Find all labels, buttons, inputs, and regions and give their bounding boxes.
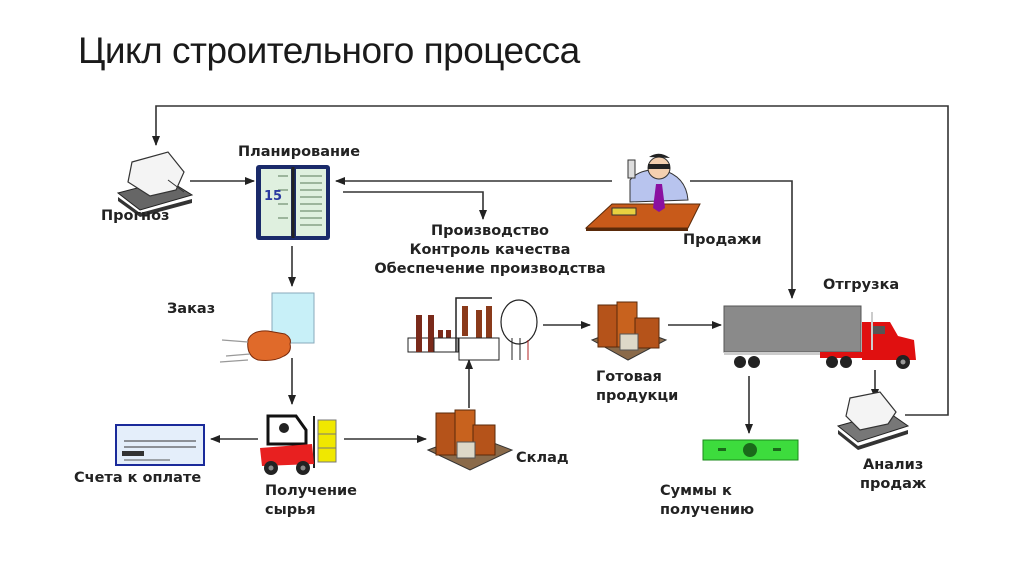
label-raw-materials-line1: Получение bbox=[265, 483, 357, 499]
label-receivables-line1: Суммы к bbox=[660, 483, 732, 499]
arrow-sales-to-shipping bbox=[690, 180, 796, 299]
label-sales-analysis: Анализ продаж bbox=[860, 456, 926, 494]
forecast-icon bbox=[116, 151, 194, 217]
label-sales-analysis-line2: продаж bbox=[860, 476, 927, 492]
label-invoices: Счета к оплате bbox=[74, 470, 202, 486]
factory-icon bbox=[407, 297, 538, 361]
label-planning: Планирование bbox=[238, 144, 361, 160]
planner-icon: 15 bbox=[256, 165, 330, 240]
label-receivables: Суммы к получению bbox=[660, 482, 754, 520]
label-production-line3: Обеспечение производства bbox=[374, 261, 606, 277]
label-raw-materials: Получение сырья bbox=[265, 482, 357, 520]
forklift-icon bbox=[260, 414, 337, 475]
connectors bbox=[152, 105, 949, 443]
label-sales: Продажи bbox=[683, 232, 762, 248]
page-title: Цикл строительного процесса bbox=[78, 30, 580, 71]
label-sales-analysis-line1: Анализ bbox=[863, 457, 924, 473]
sales-analysis-icon bbox=[836, 391, 910, 450]
label-production: Производство Контроль качества Обеспечен… bbox=[340, 222, 640, 279]
label-order: Заказ bbox=[167, 301, 216, 317]
warehouse-icon bbox=[426, 409, 514, 471]
label-receivables-line2: получению bbox=[660, 502, 755, 518]
label-shipping: Отгрузка bbox=[823, 277, 900, 293]
arrow-planning-to-production bbox=[343, 191, 487, 220]
label-raw-materials-line2: сырья bbox=[265, 502, 316, 518]
invoice-icon bbox=[115, 424, 205, 466]
truck-icon bbox=[723, 305, 916, 369]
order-icon bbox=[219, 292, 315, 363]
label-production-line1: Производство bbox=[430, 223, 550, 239]
label-forecast: Прогноз bbox=[101, 208, 170, 224]
label-production-line2: Контроль качества bbox=[409, 242, 571, 258]
label-warehouse: Склад bbox=[516, 450, 569, 466]
label-finished-goods-line1: Готовая bbox=[596, 369, 662, 385]
planner-day: 15 bbox=[264, 189, 282, 204]
label-finished-goods-line2: продукци bbox=[596, 388, 679, 404]
salesman-icon bbox=[584, 153, 701, 231]
arrow-analysis-to-forecast bbox=[152, 105, 949, 416]
finished-goods-icon bbox=[590, 301, 668, 361]
money-icon bbox=[702, 439, 799, 461]
label-finished-goods: Готовая продукци bbox=[596, 368, 678, 406]
